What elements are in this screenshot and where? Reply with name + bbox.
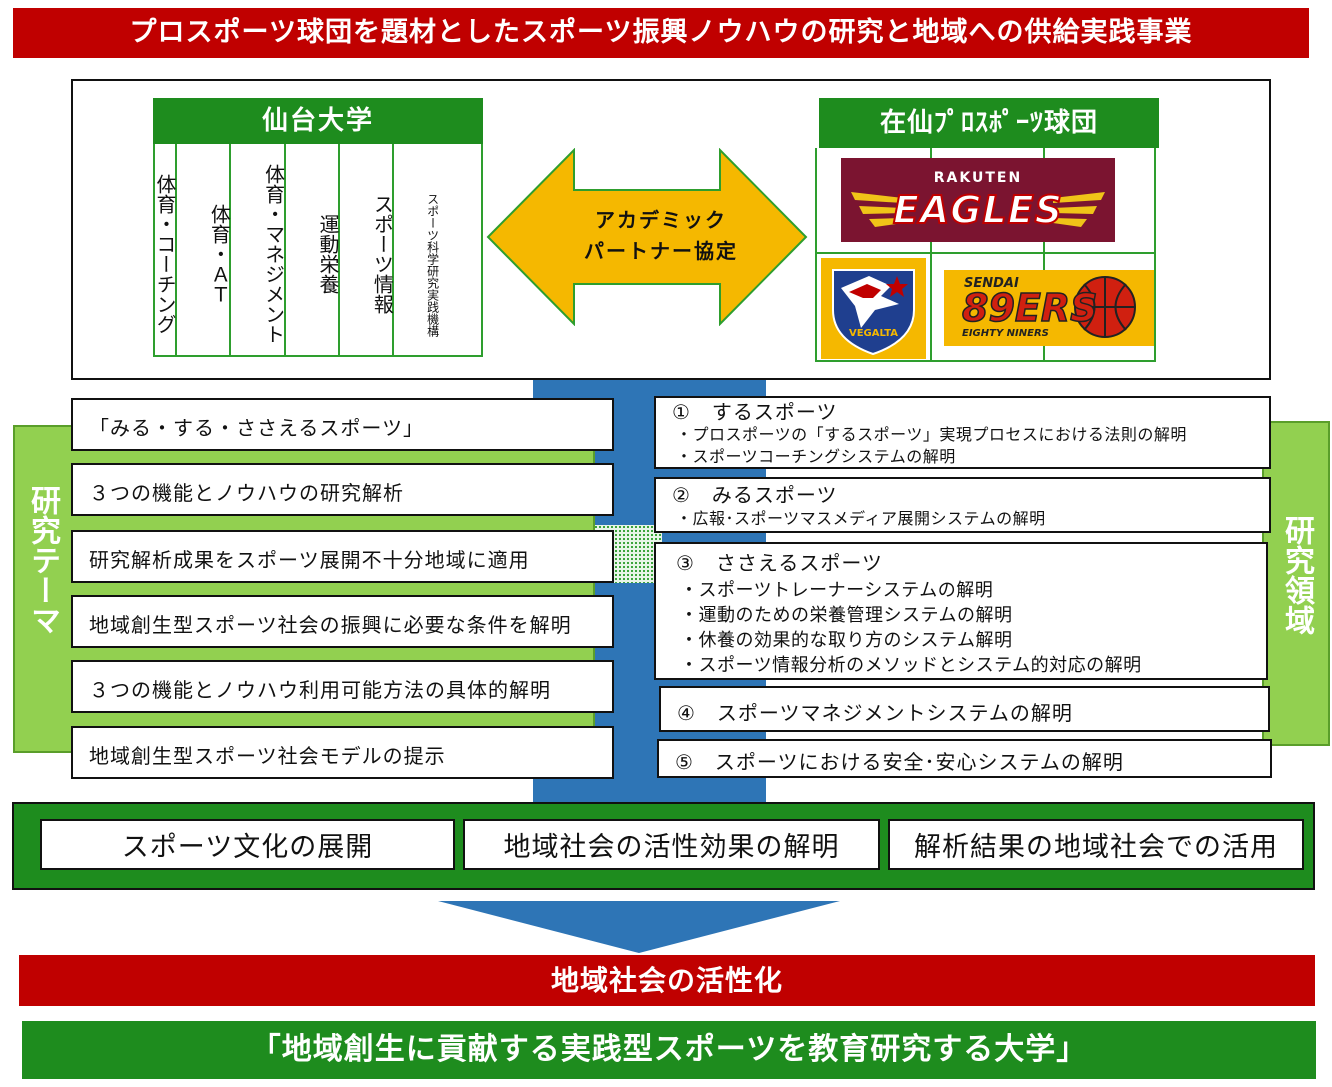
- header-title: プロスポーツ球団を題材としたスポーツ振興ノウハウの研究と地域への供給実践事業: [13, 8, 1309, 58]
- eagles-wordmark: EAGLES: [892, 187, 1064, 233]
- theme-item-2: ３つの機能とノウハウの研究解析: [71, 463, 614, 516]
- result-title: 地域社会の活性化: [19, 955, 1315, 1006]
- research-theme-label: 研究テーマ: [25, 485, 60, 635]
- area-item-2: ② みるスポーツ ・広報･スポーツマスメディア展開システムの解明: [654, 477, 1271, 533]
- vegalta-wordmark: VEGALTA: [848, 328, 899, 339]
- vegalta-crest-icon: [832, 269, 915, 356]
- area-item-4-title: ④ スポーツマネジメントシステムの解明: [677, 701, 1073, 725]
- area-item-3-title: ③ ささえるスポーツ: [676, 551, 883, 575]
- eagles-wordmark-top: RAKUTEN: [933, 170, 1023, 186]
- outcome-culture: スポーツ文化の展開: [40, 819, 455, 870]
- theme-item-1: 「みる・する・ささえるスポーツ」: [71, 398, 614, 451]
- theme-item-5: ３つの機能とノウハウ利用可能方法の具体的解明: [71, 660, 614, 713]
- eagles-wings-icon: [851, 192, 1105, 227]
- sendai-89ers-wordmark: 89ERS: [961, 285, 1098, 331]
- sendai-89ers-sub: EIGHTY NINERS: [962, 328, 1049, 339]
- area-item-1: ① するスポーツ ・プロスポーツの「するスポーツ」実現プロセスにおける法則の解明…: [654, 396, 1271, 469]
- theme-item-4: 地域創生型スポーツ社会の振興に必要な条件を解明: [71, 595, 614, 648]
- outcome-application: 解析結果の地域社会での活用: [888, 819, 1304, 870]
- footer-title: 「地域創生に貢献する実践型スポーツを教育研究する大学」: [22, 1021, 1316, 1079]
- department-at: 体育・ＡＴ: [207, 144, 263, 355]
- partnership-double-arrow: [486, 148, 808, 326]
- sendai-89ers-top: SENDAI: [964, 276, 1019, 291]
- university-departments: 体育・コーチング 体育・ＡＴ 体育・マネジメント 運動栄養 スポーツ情報 スポー…: [153, 144, 483, 357]
- clubs-title: 在仙ﾌﾟﾛｽﾎﾟｰﾂ球団: [819, 98, 1159, 148]
- sendai-89ers-logo: SENDAI 89ERS EIGHTY NINERS: [944, 270, 1154, 346]
- theme-item-6: 地域創生型スポーツ社会モデルの提示: [71, 726, 614, 779]
- clubs-grid: [815, 148, 1156, 362]
- down-arrow-icon: [438, 901, 840, 953]
- department-management: 体育・マネジメント: [262, 144, 318, 355]
- area-item-5: ⑤ スポーツにおける安全･安心システムの解明: [657, 739, 1272, 778]
- theme-item-3: 研究解析成果をスポーツ展開不十分地域に適用: [71, 530, 614, 583]
- department-nutrition: 運動栄養: [316, 144, 372, 355]
- area-item-1-title: ① するスポーツ: [672, 400, 838, 424]
- vegalta-logo: VEGALTA: [821, 258, 926, 359]
- eagles-logo: RAKUTEN EAGLES: [841, 158, 1115, 242]
- department-info: スポーツ情報: [370, 144, 426, 355]
- area-item-5-title: ⑤ スポーツにおける安全･安心システムの解明: [675, 750, 1124, 774]
- department-research-org: スポーツ科学研究実践機構: [425, 192, 440, 337]
- department-coaching: 体育・コーチング: [153, 144, 209, 355]
- area-item-4: ④ スポーツマネジメントシステムの解明: [659, 686, 1270, 732]
- partnership-label: アカデミック パートナー協定: [584, 208, 738, 263]
- research-area-label: 研究領域: [1279, 515, 1314, 635]
- outcome-community-effect: 地域社会の活性効果の解明: [463, 819, 880, 870]
- university-title: 仙台大学: [153, 98, 483, 144]
- basketball-icon: [1074, 276, 1136, 338]
- area-item-3: ③ ささえるスポーツ ・スポーツトレーナーシステムの解明 ・運動のための栄養管理…: [654, 542, 1268, 680]
- area-item-2-title: ② みるスポーツ: [672, 483, 838, 507]
